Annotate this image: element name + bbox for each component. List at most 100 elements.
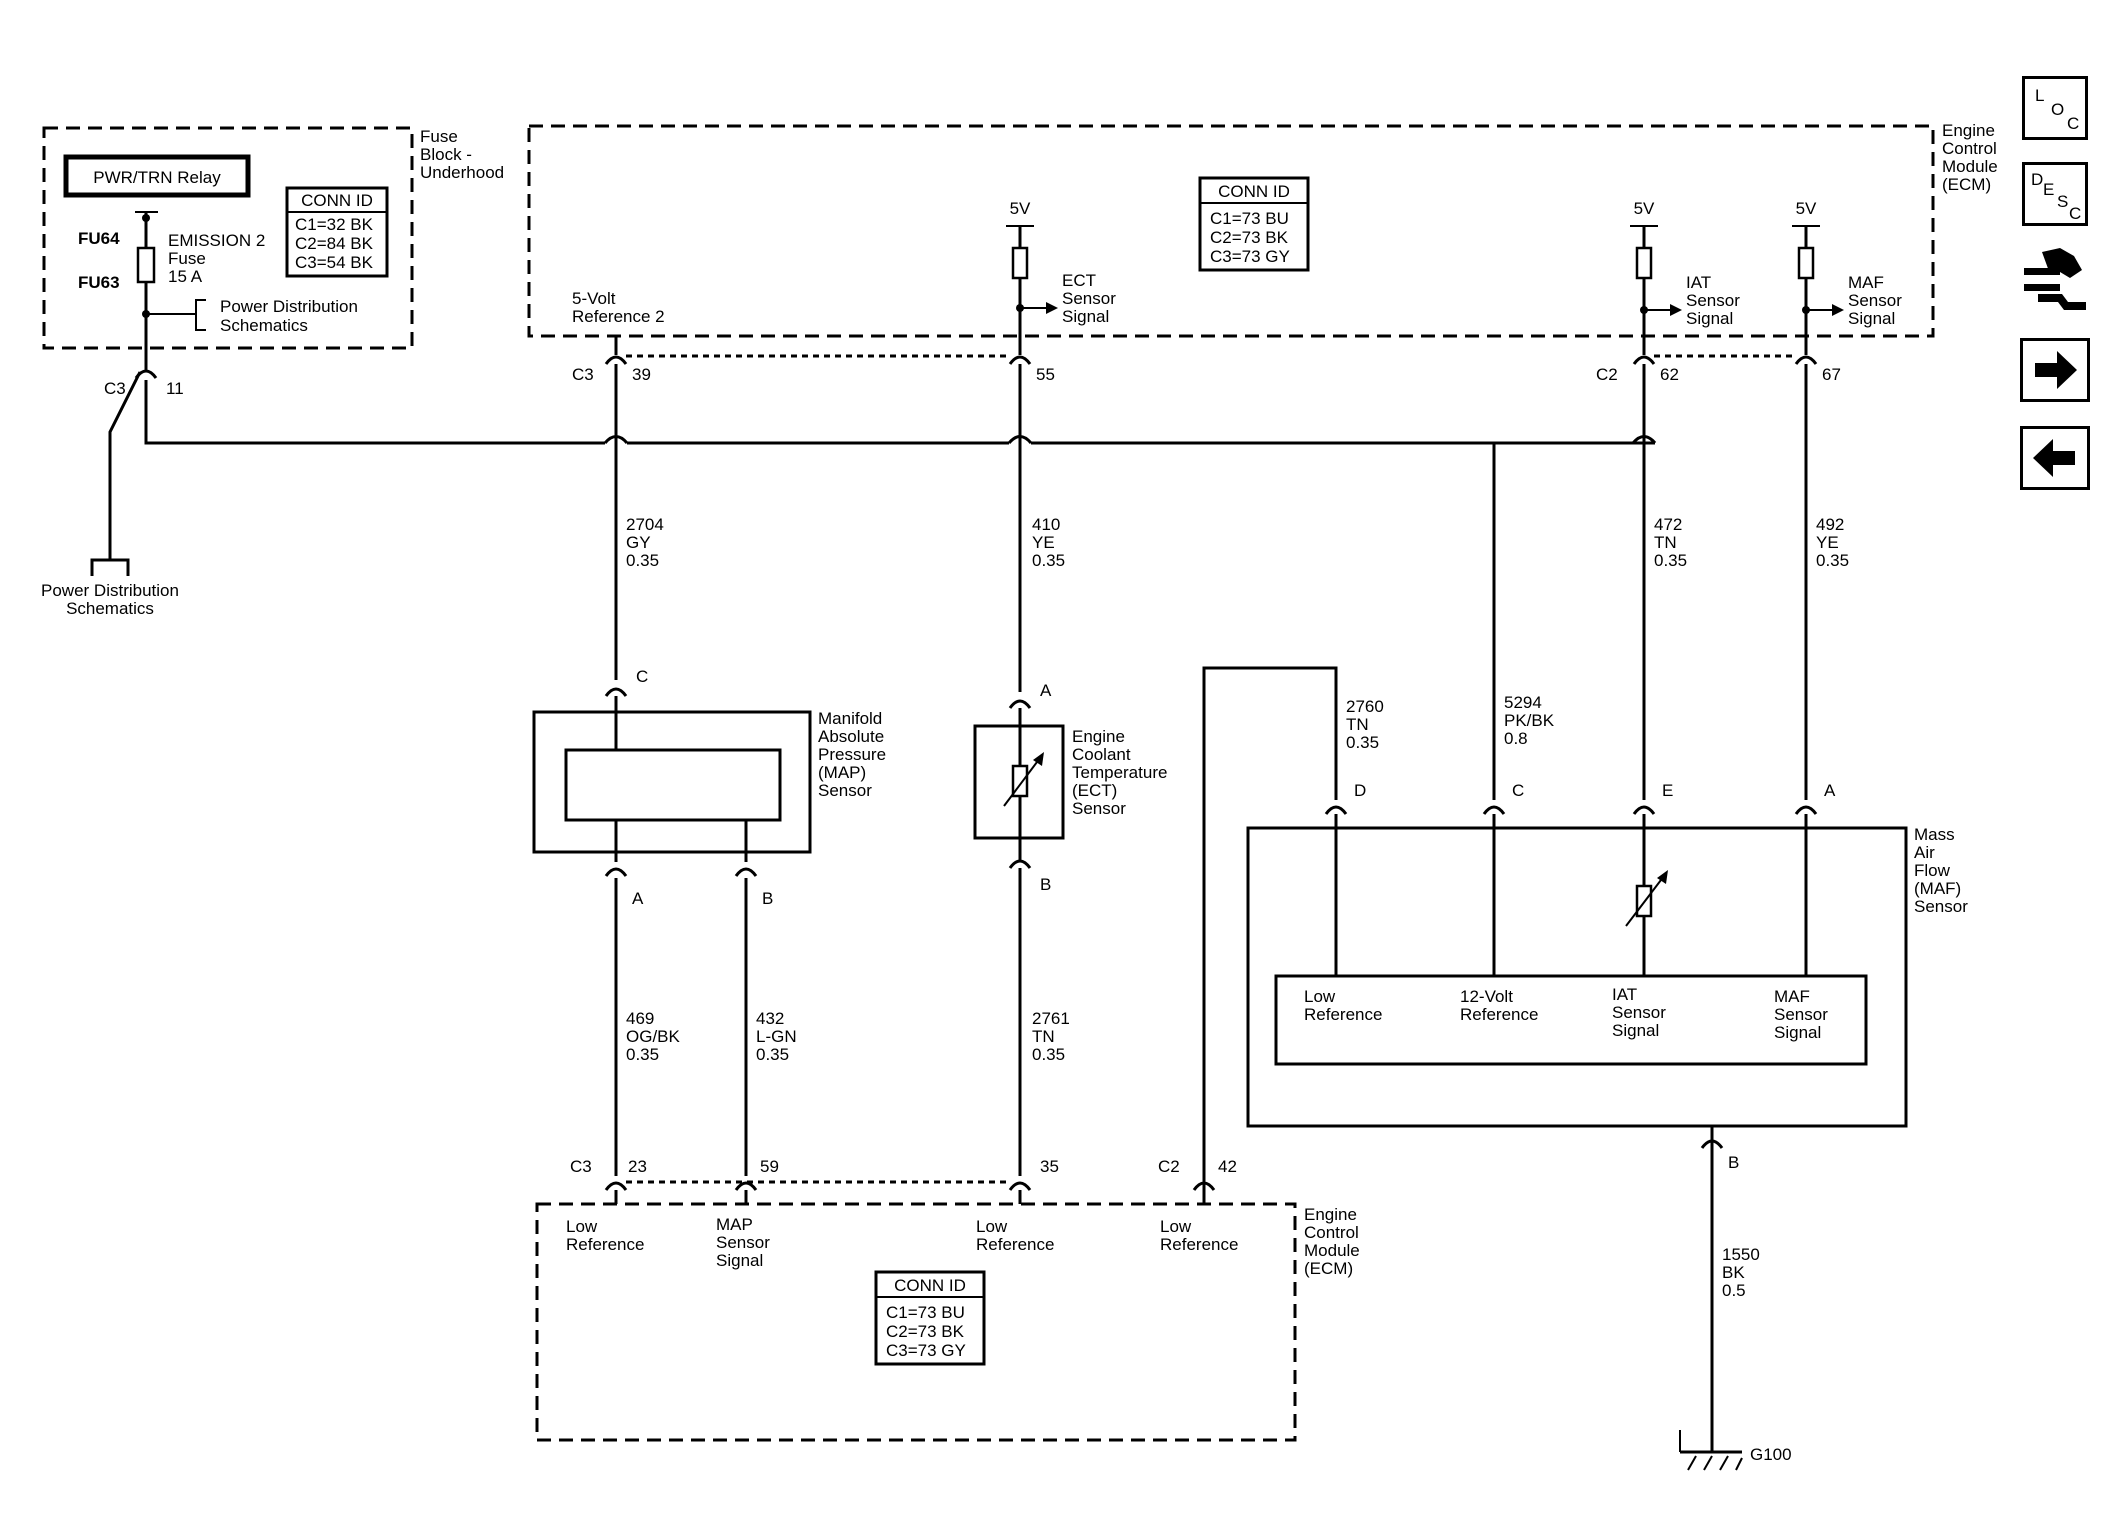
maf-pin-b: B (1728, 1153, 1739, 1172)
ect-title-2: Coolant (1072, 745, 1131, 764)
ecm-top-conn-id-header: CONN ID (1218, 182, 1290, 201)
fu64-label: FU64 (78, 229, 120, 248)
ecm-bottom-conn-id-row: C3=73 GY (886, 1341, 966, 1360)
ect-pin-a: A (1040, 681, 1052, 700)
wire-432-label: 0.35 (756, 1045, 789, 1064)
next-arrow-icon (2035, 351, 2077, 389)
maf-pin-a: A (1824, 781, 1836, 800)
wire-1550-label: 0.5 (1722, 1281, 1746, 1300)
ecm-top-boundary (527, 124, 1935, 338)
maf-inner-low-ref-1: Low (1304, 987, 1336, 1006)
maf-inner-low-ref-2: Reference (1304, 1005, 1382, 1024)
map-pin-a: A (632, 889, 644, 908)
desc-button[interactable]: D E S C (2022, 162, 2088, 226)
ref2-label-1: 5-Volt (572, 289, 616, 308)
pin-62-label: 62 (1660, 365, 1679, 384)
wire-469-label: 469 (626, 1009, 654, 1028)
fuse-conn-id-row: C1=32 BK (295, 215, 374, 234)
loc-button[interactable]: L O C (2022, 76, 2088, 140)
fuse-conn-id-row: C2=84 BK (295, 234, 374, 253)
maf-inner-maf-2: Sensor (1774, 1005, 1828, 1024)
ecm-bottom-low-ref-2: Low (976, 1217, 1008, 1236)
wire-432-label: 432 (756, 1009, 784, 1028)
ecm-top-conn-id-row: C2=73 BK (1210, 228, 1289, 247)
wire-2704-label: 0.35 (626, 551, 659, 570)
ecm-bottom-title-1: Engine (1304, 1205, 1357, 1224)
wire-410-label: 0.35 (1032, 551, 1065, 570)
connector-end-view-icon[interactable] (2020, 244, 2090, 318)
pin-35-label: 35 (1040, 1157, 1059, 1176)
fuse-conn-id-row: C3=54 BK (295, 253, 374, 272)
ect-signal-label-3: Signal (1062, 307, 1109, 326)
fuse-label-1: EMISSION 2 (168, 231, 265, 250)
map-title-2: Absolute (818, 727, 884, 746)
wire-492-label: 492 (1816, 515, 1844, 534)
wire-2761-label: 0.35 (1032, 1045, 1065, 1064)
ecm-bottom-conn-id-box (874, 1270, 986, 1366)
wire-harness: 2704 GY 0.35 410 YE 0.35 472 TN 0.35 492… (144, 364, 1849, 1452)
ecm-top-c3-label: C3 (572, 365, 594, 384)
pds-label-2: Schematics (220, 316, 308, 335)
map-sensor-body (532, 710, 812, 854)
desc-letter-c: C (2069, 204, 2082, 223)
ground-label: G100 (1750, 1445, 1792, 1464)
fuse-block-title-1: Fuse (420, 127, 458, 146)
desc-letter-s: S (2057, 192, 2069, 211)
maf-sensor-module (1274, 974, 1868, 1066)
iat-5v-label: 5V (1634, 199, 1655, 218)
previous-page-button[interactable] (2020, 426, 2090, 490)
ecm-top-title-4: (ECM) (1942, 175, 1991, 194)
loc-letter-o: O (2051, 100, 2065, 119)
ecm-bottom-conn-id-row: C2=73 BK (886, 1322, 965, 1341)
ref2-label-2: Reference 2 (572, 307, 665, 326)
ecm-top: Engine Control Module (ECM) CONN ID C1=7… (527, 121, 1998, 384)
wire-469-label: 0.35 (626, 1045, 659, 1064)
fuse-block-boundary (42, 126, 414, 350)
wire-469-label: OG/BK (626, 1027, 681, 1046)
map-title-3: Pressure (818, 745, 886, 764)
next-page-button[interactable] (2020, 338, 2090, 402)
ecm-bottom-c3-label: C3 (570, 1157, 592, 1176)
ecm-bottom: C3 23 59 35 C2 42 Engine Control Module … (535, 1157, 1360, 1442)
ecm-top-conn-id-row: C1=73 BU (1210, 209, 1289, 228)
ect-title-4: (ECT) (1072, 781, 1117, 800)
maf-pin-c: C (1512, 781, 1524, 800)
wire-2761-label: 2761 (1032, 1009, 1070, 1028)
maf-inner-iat-3: Signal (1612, 1021, 1659, 1040)
ecm-bottom-title-2: Control (1304, 1223, 1359, 1242)
loc-letter-l: L (2035, 86, 2045, 105)
ecm-top-title-3: Module (1942, 157, 1998, 176)
ecm-bottom-title-3: Module (1304, 1241, 1360, 1260)
desc-letter-d: D (2031, 170, 2044, 189)
fuse-conn-id-header: CONN ID (301, 191, 373, 210)
wire-2760-label: TN (1346, 715, 1369, 734)
ect-signal-label-2: Sensor (1062, 289, 1116, 308)
pin-67-label: 67 (1822, 365, 1841, 384)
ect-pin-b: B (1040, 875, 1051, 894)
maf-sensor: D C E A Low Reference 12-Volt Reference … (1246, 781, 1968, 1172)
maf-title-3: Flow (1914, 861, 1951, 880)
wire-5294-label: PK/BK (1504, 711, 1555, 730)
ecm-bottom-conn-id-row: C1=73 BU (886, 1303, 965, 1322)
relay-label: PWR/TRN Relay (93, 168, 221, 187)
fuse-block-title-3: Underhood (420, 163, 504, 182)
iat-pullup-resistor (1635, 246, 1653, 280)
ecm-top-conn-id-box (1198, 176, 1310, 272)
power-dist-label-1: Power Distribution (41, 581, 179, 600)
map-title-4: (MAP) (818, 763, 866, 782)
ecm-bottom-low-ref-3: Reference (1160, 1235, 1238, 1254)
wire-410-label: YE (1032, 533, 1055, 552)
maf-inner-12v-2: Reference (1460, 1005, 1538, 1024)
wire-472-label: 0.35 (1654, 551, 1687, 570)
desc-letter-e: E (2043, 180, 2055, 199)
ecm-top-c2-label: C2 (1596, 365, 1618, 384)
maf-inner-iat-1: IAT (1612, 985, 1637, 1004)
iat-signal-label-2: Sensor (1686, 291, 1740, 310)
pin-23-label: 23 (628, 1157, 647, 1176)
fuse-conn-id-box (285, 186, 389, 278)
pin-55-label: 55 (1036, 365, 1055, 384)
wire-5294-label: 0.8 (1504, 729, 1528, 748)
ecm-top-title-1: Engine (1942, 121, 1995, 140)
maf-title-5: Sensor (1914, 897, 1968, 916)
